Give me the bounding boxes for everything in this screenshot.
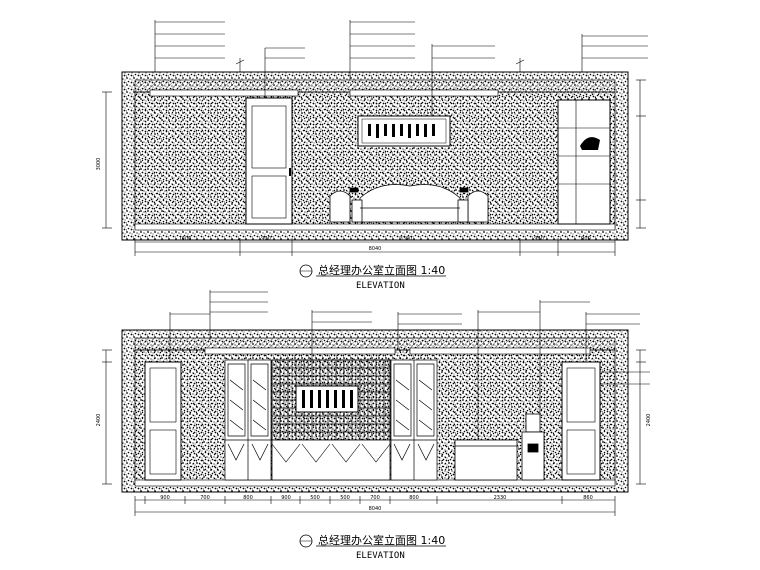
elevation-subtitle-2: ELEVATION: [356, 551, 405, 561]
glass-cabinet-left: [224, 359, 272, 481]
door-1: [245, 97, 293, 225]
light-trough-1b: [349, 89, 499, 97]
calligraphy-artwork-1: [357, 115, 451, 147]
dim-label-2-9: 2330: [494, 495, 507, 501]
dim-label-2-3: 800: [243, 495, 253, 501]
title-block-1: [299, 264, 446, 278]
dim-label-1-3: 3340: [400, 236, 413, 242]
dim-label-2-1: 900: [160, 495, 170, 501]
elevation-subtitle-1: ELEVATION: [356, 281, 405, 291]
title-block-2: [299, 534, 446, 548]
console-table: [454, 439, 518, 481]
dim-label-2-2: 700: [200, 495, 210, 501]
elevation-title-1: 总经理办公室立面图 1:40: [318, 263, 445, 277]
display-cabinet-1: [557, 99, 611, 225]
light-trough-1a: [149, 89, 299, 97]
side-dim-label-1: 3000: [96, 158, 102, 171]
dim-label-2-8: 800: [409, 495, 419, 501]
dim-label-2-7: 700: [370, 495, 380, 501]
elevation-2: 2400 2400 900 700 800 900 500 500 700 80…: [96, 290, 652, 561]
side-dim-label-2a: 2400: [96, 414, 102, 427]
side-dim-label-2b: 2400: [646, 414, 652, 427]
dim-label-2-10: 860: [583, 495, 593, 501]
dim-total-1: 8040: [369, 246, 382, 252]
dim-label-2-5: 500: [310, 495, 320, 501]
dim-label-2-6: 500: [340, 495, 350, 501]
floor-band-1: [134, 223, 616, 231]
light-trough-2b: [409, 347, 591, 355]
dim-label-1-2: 900: [261, 236, 271, 242]
dim-label-1-1: 1400: [179, 236, 192, 242]
annotation-leaders-1: [154, 20, 648, 116]
water-dispenser: [521, 413, 545, 481]
dim-label-1-5: 900: [581, 236, 591, 242]
lattice-feature-wall: [271, 359, 391, 481]
glass-cabinet-right: [390, 359, 438, 481]
elevation-title-2: 总经理办公室立面图 1:40: [318, 533, 445, 547]
dim-label-2-4: 900: [281, 495, 291, 501]
door-2-right: [561, 361, 601, 481]
side-dimensions-1: [102, 79, 646, 229]
bottom-dimension-lines-2: [134, 496, 616, 516]
door-2-left: [144, 361, 182, 481]
annotation-leaders-2: [169, 290, 650, 440]
dim-label-1-4: 980: [534, 236, 544, 242]
floor-band-2: [134, 479, 616, 487]
light-trough-2a: [204, 347, 396, 355]
bottom-dimension-lines-1: [134, 238, 616, 256]
side-dimensions-2: [102, 349, 646, 485]
sofa-set-1: [329, 184, 489, 223]
elevation-1: 3000 1400 900 3340 980 900 8040 总经理办公室立面…: [96, 20, 648, 291]
dim-total-2: 8040: [369, 506, 382, 512]
